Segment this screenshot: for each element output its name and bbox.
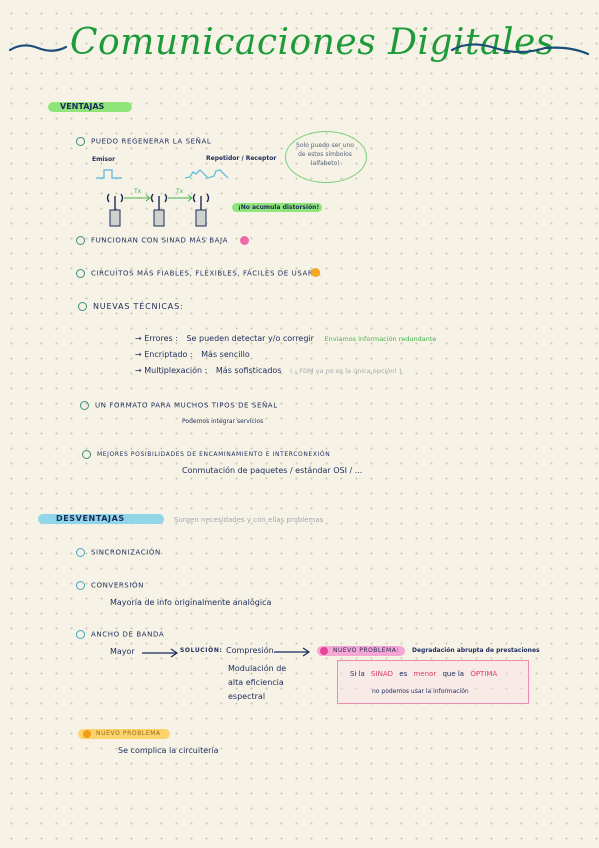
box-menor: menor <box>413 670 437 678</box>
degradacion-text: Degradación abrupta de prestaciones <box>412 647 540 654</box>
conversion-note-text: Mayoría de info originalmente analógica <box>110 598 272 607</box>
tecnica-desc: Se pueden detectar y/o corregir <box>186 334 314 343</box>
tecnica-desc: Más sofisticados <box>215 366 282 375</box>
emisor-label: Emisor <box>92 156 116 163</box>
ventajas-highlight <box>48 102 132 112</box>
tecnica-multiplexacion: → Multiplexación : Más sofisticados ( ¡ … <box>135 366 402 375</box>
bullet-icon <box>76 630 85 639</box>
tecnica-note: Enviamos información redundante <box>324 335 437 343</box>
tecnica-errores: → Errores : Se pueden detectar y/o corre… <box>135 334 436 343</box>
pink-dot-icon <box>240 236 249 245</box>
box-text: Si la <box>350 670 365 678</box>
ventaja-item-2: FUNCIONAN CON SINAD MÁS BAJA <box>76 236 228 245</box>
bullet-icon <box>82 450 91 459</box>
ventaja-item-4: NUEVAS TÉCNICAS: <box>78 302 183 311</box>
repetidor-label: Repetidor / Receptor <box>206 155 277 162</box>
nuevo-problema-highlight <box>317 646 405 656</box>
compresion-text: Compresión <box>226 646 274 655</box>
conversion-note: Mayoría de info originalmente analógica <box>110 598 271 607</box>
tecnica-encriptado: → Encriptado : Más sencillo <box>135 350 250 359</box>
desventajas-side-note: Surgen necesidades y con ellas problemas <box>174 516 324 524</box>
ventaja-item-1: PUEDO REGENERAR LA SEÑAL <box>76 137 211 146</box>
page-title: Comunicaciones Digitales <box>70 22 555 63</box>
arrow-right-icon <box>142 648 179 658</box>
bullet-icon <box>76 236 85 245</box>
complica-text: Se complica la circuitería <box>118 746 219 755</box>
box-line-2: no podemos usar la información <box>372 688 469 695</box>
signal-diagram-icon <box>96 169 229 227</box>
nuevo-problema2-highlight <box>78 729 170 739</box>
bubble-note: Solo puedo ser uno de estos símbolos (al… <box>296 142 354 167</box>
no-acumula-highlight <box>232 203 322 212</box>
orange-dot-icon <box>83 730 91 738</box>
nuevo-problema-label: NUEVO PROBLEMA: <box>333 647 399 654</box>
tecnica-desc: Más sencillo <box>201 350 250 359</box>
integrar-text: Podemos integrar servicios <box>182 418 264 425</box>
box-line-1: Si la SINAD es menor que la ÓPTIMA <box>350 670 497 678</box>
tecnica-note: ( ¡ FDM ya no es la única opción! ) <box>290 367 402 375</box>
bullet-icon <box>76 548 85 557</box>
ventaja-text: CIRCUITOS MÁS FIABLES, FLEXIBLES, FÁCILE… <box>91 269 322 278</box>
ventaja-text: MEJORES POSIBILIDADES DE ENCAMINAMIENTO … <box>97 451 331 458</box>
desventaja-text: ANCHO DE BANDA <box>91 630 165 639</box>
no-acumula-text: ¡No acumula distorsión! <box>238 204 320 211</box>
box-sinad: SINAD <box>371 670 394 678</box>
bullet-icon <box>76 581 85 590</box>
mayor-text: Mayor <box>110 647 135 656</box>
tx1-label: Tx <box>134 188 142 195</box>
tx2-label: Tx <box>176 188 184 195</box>
ventaja-text: FUNCIONAN CON SINAD MÁS BAJA <box>91 236 228 245</box>
modulacion-line-3: espectral <box>228 692 266 701</box>
ventaja-text: PUEDO REGENERAR LA SEÑAL <box>91 137 212 146</box>
ventajas-heading: VENTAJAS <box>60 102 105 111</box>
arrow-right-icon <box>274 647 311 657</box>
ventaja-text: UN FORMATO PARA MUCHOS TIPOS DE SEÑAL <box>95 401 278 410</box>
optima-box <box>337 660 529 704</box>
nuevo-problema2-label: NUEVO PROBLEMA <box>96 730 161 737</box>
conmutacion-text: Conmutación de paquetes / estándar OSI /… <box>182 466 363 475</box>
tecnica-label: → Errores : <box>135 334 178 343</box>
ventaja-item-5: UN FORMATO PARA MUCHOS TIPOS DE SEÑAL <box>80 401 278 410</box>
bullet-icon <box>80 401 89 410</box>
pink-dot-icon <box>320 647 328 655</box>
tecnica-label: → Multiplexación : <box>135 366 208 375</box>
desventajas-highlight <box>38 514 164 524</box>
desventaja-text: SINCRONIZACIÓN <box>91 548 161 557</box>
ventaja-item-6: MEJORES POSIBILIDADES DE ENCAMINAMIENTO … <box>82 450 330 459</box>
desventaja-item-1: SINCRONIZACIÓN <box>76 548 161 557</box>
solucion-label: SOLUCIÓN: <box>180 647 223 654</box>
bullet-icon <box>78 302 87 311</box>
box-text: es <box>399 670 408 678</box>
modulacion-line-2: alta eficiencia <box>228 678 284 687</box>
note-bubble <box>285 131 367 183</box>
bullet-icon <box>76 269 85 278</box>
desventajas-heading: DESVENTAJAS <box>56 514 125 523</box>
tecnica-label: → Encriptado : <box>135 350 193 359</box>
bullet-icon <box>76 137 85 146</box>
box-optima: ÓPTIMA <box>470 670 498 678</box>
desventaja-item-2: CONVERSIÓN <box>76 581 144 590</box>
title-swirl-left-icon <box>8 44 68 52</box>
desventaja-text: CONVERSIÓN <box>91 581 144 590</box>
orange-dot-icon <box>311 268 320 277</box>
ventaja-item-3: CIRCUITOS MÁS FIABLES, FLEXIBLES, FÁCILE… <box>76 269 322 278</box>
title-swirl-right-icon <box>450 43 590 56</box>
ventaja-text: NUEVAS TÉCNICAS: <box>93 302 184 311</box>
box-text: que la <box>442 670 465 678</box>
desventaja-item-3: ANCHO DE BANDA <box>76 630 164 639</box>
modulacion-line-1: Modulación de <box>228 664 287 673</box>
